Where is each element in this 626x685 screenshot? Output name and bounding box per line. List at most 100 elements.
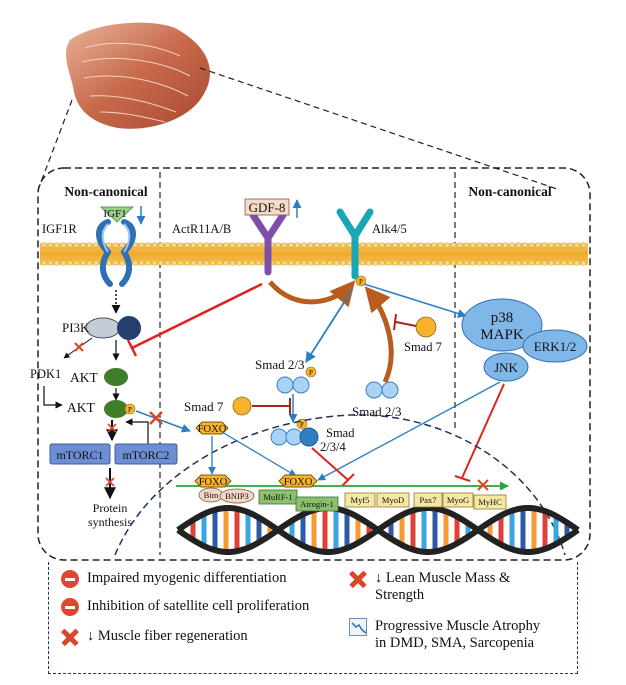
jnk-inhibit-myhc-bar bbox=[454, 475, 471, 482]
akt-to-foxo-arrow bbox=[135, 410, 191, 433]
p38-label: p38 bbox=[491, 310, 514, 326]
myog-label: MyoG bbox=[447, 495, 469, 505]
mtorc1-label: mTORC1 bbox=[56, 448, 103, 462]
akt2-label: AKT bbox=[67, 400, 95, 415]
smad234-node-1 bbox=[270, 428, 288, 446]
zoom-line-left bbox=[37, 99, 73, 191]
legend-inhibition-text: Inhibition of satellite cell proliferati… bbox=[87, 598, 310, 614]
smad7-right-label: Smad 7 bbox=[404, 340, 442, 354]
bnip3-label: BNIP3 bbox=[225, 491, 249, 501]
smad234-phospho-label: P bbox=[300, 421, 304, 429]
smad-to-alk-arrow bbox=[364, 286, 394, 384]
red-x-icon bbox=[61, 628, 79, 646]
mtorc2-box bbox=[114, 443, 178, 465]
bnip3-node bbox=[219, 488, 255, 504]
myog-box bbox=[442, 492, 474, 508]
smad234-label-1: Smad bbox=[326, 426, 355, 440]
gdf8-inhibit-akt-line bbox=[131, 282, 263, 350]
akt-node bbox=[104, 368, 128, 386]
smad234-inhibit-myf5-bar bbox=[341, 473, 355, 487]
pax7-box bbox=[413, 492, 443, 508]
smad-center-node-1 bbox=[276, 376, 294, 394]
murf1-label: MuRF-1 bbox=[263, 492, 292, 502]
cell-membrane bbox=[40, 242, 588, 266]
alk-receptor bbox=[336, 208, 374, 280]
igf1r-receptor bbox=[96, 219, 136, 287]
smad7-left-label: Smad 7 bbox=[184, 399, 224, 414]
foxo-to-nucleus-arrow-2 bbox=[221, 431, 297, 477]
foxo-label-cytoplasm: FOXO bbox=[198, 424, 227, 435]
smad234-inhibit-myf5-line bbox=[311, 447, 349, 481]
smad23-right-label: Smad 2/3 bbox=[352, 404, 401, 419]
legend-regeneration: ↓ Muscle fiber regeneration bbox=[61, 628, 248, 646]
cell-outline bbox=[37, 167, 591, 561]
mtorc2-label: mTORC2 bbox=[122, 448, 169, 462]
jnk-inhibit-myhc-line bbox=[461, 383, 505, 479]
myod-label: MyoD bbox=[382, 495, 404, 505]
gdf8-box bbox=[244, 198, 290, 216]
myhc-label: MyHC bbox=[478, 497, 502, 507]
smad-center-phospho-label: P bbox=[309, 369, 313, 377]
bim-label: Bim bbox=[204, 490, 219, 500]
pax7-label: Pax7 bbox=[420, 495, 437, 505]
header-noncanonical-left: Non-canonical bbox=[64, 184, 148, 199]
foxo-node-nucleus-1 bbox=[194, 474, 232, 488]
pdk1-label: PDK1 bbox=[30, 367, 61, 381]
legend-lean-text: ↓ Lean Muscle Mass &Strength bbox=[375, 570, 511, 603]
smad-center-phospho-icon bbox=[305, 366, 317, 378]
header-noncanonical-right: Non-canonical bbox=[468, 184, 552, 199]
alk-to-smad-arrow bbox=[305, 289, 353, 363]
igf1r-label: IGF1R bbox=[42, 222, 77, 236]
pi3k-label: PI3K bbox=[62, 320, 90, 335]
erk-label: ERK1/2 bbox=[534, 339, 577, 354]
actr-receptor bbox=[249, 211, 287, 276]
legend-impaired-text: Impaired myogenic differentiation bbox=[87, 570, 287, 586]
zoom-line-right bbox=[199, 67, 561, 191]
foxo-node-cytoplasm bbox=[195, 421, 229, 435]
legend-panel: Impaired myogenic differentiation ↓ Lean… bbox=[48, 562, 578, 674]
actr-label: ActR11A/B bbox=[172, 222, 231, 236]
mtorc1-protein-x-icon bbox=[105, 477, 115, 487]
jnk-node bbox=[483, 352, 529, 382]
jnk-label: JNK bbox=[494, 360, 518, 375]
atrogin1-box bbox=[295, 496, 339, 512]
smad23-center-label: Smad 2/3 bbox=[255, 357, 304, 372]
transcription-x-icon bbox=[477, 479, 489, 491]
erk-node bbox=[522, 329, 588, 363]
dna-helix bbox=[176, 505, 580, 555]
alk-label: Alk4/5 bbox=[372, 222, 407, 236]
muscle-image bbox=[66, 22, 210, 129]
smad7-right-node bbox=[415, 316, 437, 338]
smad234-node-3 bbox=[299, 427, 319, 447]
nucleus-envelope bbox=[114, 414, 566, 556]
smad7-right-inhibit-line bbox=[395, 321, 417, 327]
atrogin1-label: Atrogin-1 bbox=[300, 499, 334, 509]
myhc-box bbox=[473, 494, 507, 510]
legend-inhibition: Inhibition of satellite cell proliferati… bbox=[61, 598, 309, 616]
akt-foxo-x-icon bbox=[149, 411, 163, 425]
pi3k-large-subunit bbox=[117, 316, 141, 340]
declining-trend-icon bbox=[349, 618, 367, 636]
red-x-icon bbox=[349, 570, 367, 588]
mtorc1-box bbox=[49, 443, 111, 465]
myf5-label: Myf5 bbox=[351, 495, 370, 505]
pdk1-to-akt-arrow bbox=[43, 386, 63, 409]
myf5-box bbox=[344, 492, 376, 508]
myod-box bbox=[376, 492, 410, 508]
akt2-phospho-icon bbox=[124, 403, 136, 415]
foxo-label-nucleus-1: FOXO bbox=[199, 477, 228, 488]
smad234-label-2: 2/3/4 bbox=[320, 440, 346, 454]
foxo-node-nucleus-2 bbox=[278, 474, 318, 488]
gdf8-label: GDF-8 bbox=[249, 200, 286, 215]
legend-regeneration-text: ↓ Muscle fiber regeneration bbox=[87, 628, 248, 644]
legend-lean: ↓ Lean Muscle Mass &Strength bbox=[349, 570, 510, 604]
pi3k-pdk1-x-icon bbox=[74, 342, 84, 352]
pi3k-small-subunit bbox=[85, 317, 121, 339]
actr-to-alk-arrow bbox=[268, 280, 356, 308]
akt-label: AKT bbox=[70, 370, 98, 385]
alk-phospho-label: P bbox=[359, 278, 363, 286]
akt2-node bbox=[104, 400, 128, 418]
foxo-label-nucleus-2: FOXO bbox=[284, 477, 313, 488]
